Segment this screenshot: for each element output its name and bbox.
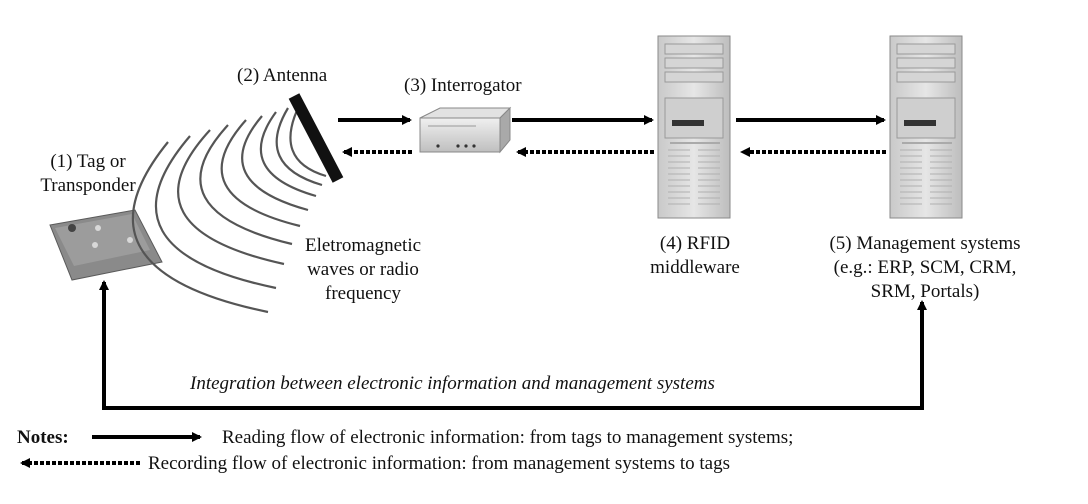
- management-label-line3: SRM, Portals): [870, 281, 980, 302]
- middleware-label-line2: middleware: [650, 257, 740, 278]
- notes-recording-text: Recording flow of electronic information…: [148, 453, 730, 474]
- tag-label-line1: (1) Tag or: [50, 151, 126, 172]
- notes-reading-text: Reading flow of electronic information: …: [222, 427, 794, 448]
- wave-arcs: [131, 103, 327, 314]
- integration-loop-arrow: [99, 280, 927, 410]
- interrogator-image: [419, 106, 512, 154]
- management-label: (5) Management systems (e.g.: ERP, SCM, …: [800, 232, 1050, 304]
- legend-arrows: [20, 432, 202, 468]
- management-tower-image: [889, 35, 963, 219]
- notes-heading: Notes:: [17, 427, 69, 448]
- middleware-tower-image: [657, 35, 731, 219]
- middleware-label: (4) RFID middleware: [620, 232, 770, 280]
- interrogator-label: (3) Interrogator: [404, 75, 522, 96]
- antenna-label: (2) Antenna: [237, 65, 328, 86]
- middleware-label-line1: (4) RFID: [659, 233, 731, 254]
- waves-label-line2: waves or radio: [307, 259, 419, 280]
- management-label-line1: (5) Management systems: [829, 233, 1021, 254]
- antenna-image: [288, 93, 344, 183]
- tag-label: (1) Tag or Transponder: [8, 150, 168, 198]
- waves-label-line1: Eletromagnetic: [304, 235, 422, 256]
- waves-label-line3: frequency: [325, 283, 401, 304]
- tag-image: [49, 209, 163, 281]
- management-label-line2: (e.g.: ERP, SCM, CRM,: [833, 257, 1017, 278]
- integration-label: Integration between electronic informati…: [190, 373, 715, 394]
- tag-label-line2: Transponder: [40, 175, 136, 196]
- waves-label: Eletromagnetic waves or radio frequency: [278, 234, 448, 306]
